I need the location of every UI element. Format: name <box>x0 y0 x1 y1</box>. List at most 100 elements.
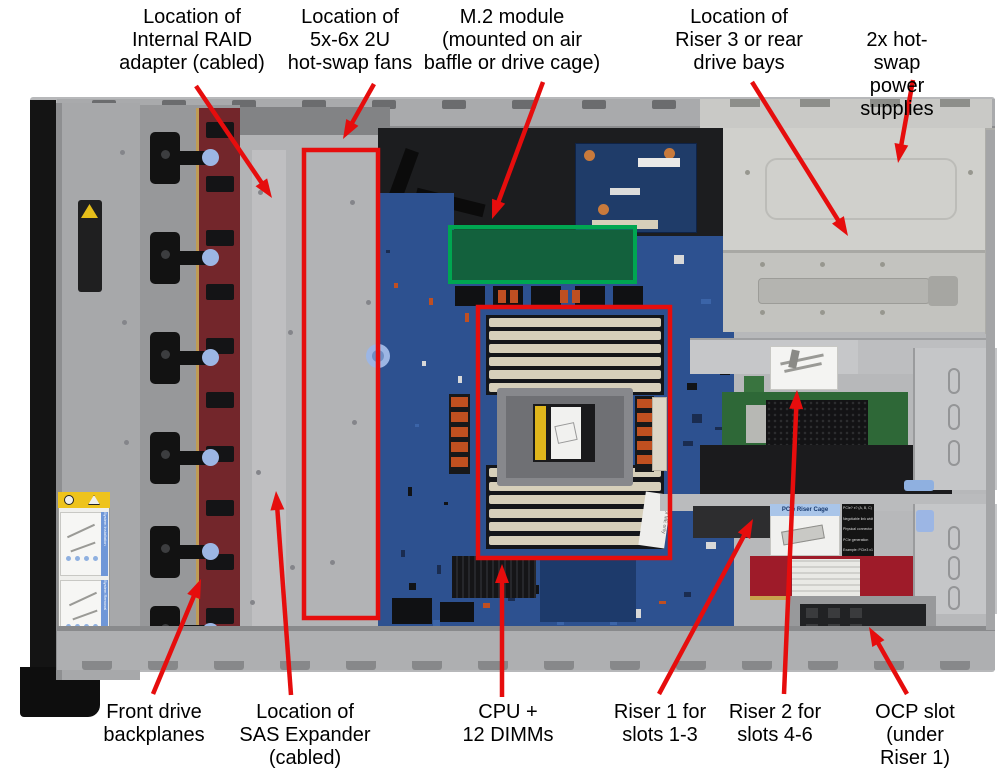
board-connector <box>613 286 643 306</box>
pcb-component <box>436 565 441 575</box>
backplane-connector <box>206 122 234 138</box>
lip-tab <box>610 661 640 670</box>
screw <box>820 310 825 315</box>
pcb-component <box>482 602 490 608</box>
rim-tab <box>302 100 326 109</box>
lip-tab <box>676 661 706 670</box>
riser-info-line: Physical connector link width <box>843 527 873 531</box>
rim-tab <box>652 100 676 109</box>
front-bezel-bar <box>30 100 56 672</box>
callout-internal-raid: Location of Internal RAID adapter (cable… <box>119 6 265 74</box>
callout-power-supplies: 2x hot-swap power supplies <box>860 29 934 120</box>
board-connector <box>392 598 432 624</box>
pcb-component <box>415 424 420 428</box>
dimm-slot <box>489 318 661 327</box>
front-panel-edge <box>56 103 62 680</box>
screw <box>760 310 765 315</box>
psu-emboss <box>765 158 957 220</box>
interposer-sticker <box>610 188 640 195</box>
orange-header <box>560 290 568 303</box>
callout-ocp-slot: OCP slot (under Riser 1) <box>875 701 955 769</box>
bracket-keyhole <box>948 586 960 610</box>
vrm-choke <box>451 442 468 452</box>
lip-tab <box>940 661 970 670</box>
pcb-component <box>683 591 691 597</box>
vrm-choke <box>451 397 468 407</box>
screw <box>880 310 885 315</box>
riser-info-line: PCIe generation <box>843 537 869 542</box>
pcb-component <box>692 413 703 423</box>
standoff <box>584 150 595 161</box>
lip-tab <box>412 661 442 670</box>
bracket-keyhole <box>948 526 960 550</box>
screw <box>330 560 335 565</box>
rim-tab <box>582 100 606 109</box>
screw <box>745 170 750 175</box>
vrm-choke <box>637 413 652 422</box>
rim-tab <box>512 100 536 109</box>
psu-rim-tab <box>800 99 830 107</box>
pcb-component <box>408 487 413 497</box>
screw <box>124 440 129 445</box>
pcb-component <box>715 427 726 431</box>
dimm-slot <box>489 357 661 366</box>
dimm-slot <box>489 331 661 340</box>
dimm-slot <box>489 535 661 545</box>
pcb-component <box>386 250 390 253</box>
orange-header <box>572 290 580 303</box>
pcb-component <box>634 609 642 619</box>
pcb-component <box>393 283 398 289</box>
callout-riser2: Riser 2 for slots 4-6 <box>728 701 822 746</box>
pcb-component <box>682 440 693 446</box>
pcb-component <box>457 376 462 384</box>
callout-sas-expander: Location of SAS Expander (cabled) <box>239 701 371 769</box>
psu-rim-tab <box>730 99 760 107</box>
screw <box>760 262 765 267</box>
pcb-component <box>443 502 448 506</box>
lip-tab <box>874 661 904 670</box>
psu-rim-tab <box>940 99 970 107</box>
label-blue-strip: System Removal <box>101 580 108 644</box>
lip-tab <box>82 661 112 670</box>
m2-air-baffle-module <box>452 230 634 282</box>
interposer-sticker <box>638 158 680 167</box>
vrm-choke <box>637 455 652 464</box>
backplane-connector <box>206 284 234 300</box>
latch-hole <box>161 450 170 459</box>
mid-plate-highlight <box>252 150 286 655</box>
bracket-keyhole <box>948 556 960 580</box>
riser1-dark-band <box>693 506 775 538</box>
interposer-connector <box>592 220 658 229</box>
bottom-lip <box>57 626 995 670</box>
screw <box>352 420 357 425</box>
board-connector <box>440 602 474 622</box>
bracket-keyhole <box>948 440 960 466</box>
vrm-choke <box>637 427 652 436</box>
rim-tab <box>442 100 466 109</box>
pcb-component <box>464 313 469 323</box>
psu-rim-tab <box>870 99 900 107</box>
callout-m2-module: M.2 module (mounted on air baffle or dri… <box>423 6 601 74</box>
standoff <box>664 148 675 159</box>
system-installation-panel <box>60 512 108 576</box>
latch-blue-clip <box>202 349 219 366</box>
orange-header <box>510 290 518 303</box>
ocp-cage-hole <box>806 608 818 618</box>
pcb-component <box>408 583 416 591</box>
screw <box>880 262 885 267</box>
vrm-choke <box>451 457 468 467</box>
pcb-component <box>557 622 564 626</box>
pcb-component <box>687 383 698 391</box>
screw <box>820 262 825 267</box>
riser1-label-header: PCIe Riser Cage <box>770 504 840 516</box>
riser1-white-heatsink <box>792 559 860 596</box>
lip-tab <box>544 661 574 670</box>
sketch-dot <box>75 556 80 561</box>
bracket-keyhole <box>948 368 960 394</box>
latch-blue-clip <box>202 149 219 166</box>
screw <box>968 170 973 175</box>
lip-tab <box>214 661 244 670</box>
rim-tab <box>162 100 186 109</box>
latch-blue-clip <box>202 543 219 560</box>
dimm-slot <box>489 370 661 379</box>
